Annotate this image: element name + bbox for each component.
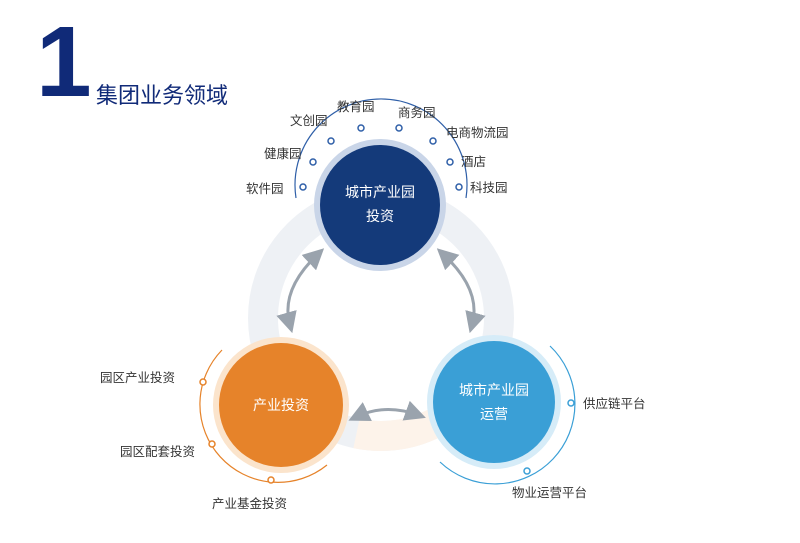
- left-label-2: 园区配套投资: [120, 444, 195, 459]
- section-number: 1: [36, 6, 92, 118]
- right-node-line1: 城市产业园: [459, 382, 529, 399]
- top-node-dots: [299, 124, 463, 191]
- top-node-arc: [294, 98, 468, 199]
- top-node-line1: 城市产业园: [345, 184, 415, 201]
- right-label-2: 物业运营平台: [512, 485, 587, 500]
- right-node-line2: 运营: [480, 407, 508, 423]
- left-node-dots: [199, 378, 275, 484]
- left-label-3: 产业基金投资: [212, 496, 287, 511]
- right-label-1: 供应链平台: [583, 396, 646, 411]
- arrow-top-right: [436, 248, 486, 334]
- top-label-7: 酒店: [461, 154, 486, 169]
- top-label-5: 商务园: [398, 105, 436, 120]
- top-label-4: 教育园: [337, 99, 375, 114]
- left-label-1: 园区产业投资: [100, 370, 175, 385]
- top-label-6: 电商物流园: [446, 125, 509, 140]
- left-node-circle: [219, 343, 343, 467]
- arrow-top-left: [276, 248, 325, 334]
- right-node-circle: [433, 341, 555, 463]
- top-node-line2: 投资: [366, 209, 394, 225]
- section-title: 集团业务领域: [96, 84, 229, 109]
- top-node-circle: [320, 145, 440, 265]
- arrow-bottom: [348, 400, 426, 421]
- right-node-dots: [523, 399, 575, 475]
- left-node-line1: 产业投资: [253, 398, 309, 414]
- top-label-3: 文创园: [290, 113, 328, 128]
- right-node-arc: [439, 345, 576, 485]
- top-label-8: 科技园: [470, 180, 508, 195]
- top-label-1: 软件园: [246, 181, 284, 196]
- top-label-2: 健康园: [264, 146, 302, 161]
